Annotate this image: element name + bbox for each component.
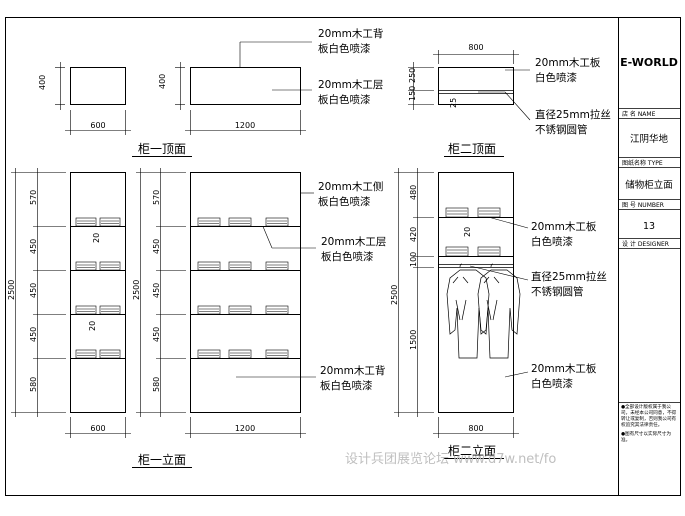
- dim-g1e-h2: 2500: [132, 280, 141, 300]
- folded-items-large: [197, 217, 289, 359]
- tb-number: 13: [643, 221, 655, 232]
- dim-g1e-gap-1: 20: [92, 233, 101, 243]
- watermark: 设计兵团展览论坛 www.d7w.net/fo: [345, 451, 556, 467]
- tb-footnotes: ●全部设计版权属于我公司，未经本公司同意，不得转让或复制，否则我公司有权追究其法…: [621, 405, 677, 444]
- dim-g1e-seg-3: 450: [29, 327, 38, 342]
- note-g2t-board-1: 20mm木工板: [535, 56, 601, 69]
- view-title-g1-top: 柜一顶面: [138, 142, 186, 156]
- dim-g2e-seg-2: 100: [409, 252, 418, 267]
- note-g2e-board-2: 白色喷漆: [531, 235, 573, 248]
- dim-g1e-seg-2: 450: [29, 283, 38, 298]
- dim-g2e-seg-1: 420: [409, 227, 418, 242]
- dim-g1e-seg-0: 570: [29, 190, 38, 205]
- view-title-g2-top: 柜二顶面: [448, 142, 496, 156]
- dim-g2t-rod: 25: [449, 98, 458, 108]
- note-g1t-shelf-2: 板白色喷漆: [318, 93, 371, 106]
- note-g2t-rod-2: 不锈钢圆管: [535, 123, 588, 136]
- note-g2t-rod-1: 直径25mm拉丝: [535, 108, 611, 121]
- sheet-border: [5, 17, 681, 496]
- dim-g1e-seg-4: 580: [29, 377, 38, 392]
- dim-g1e-seg2-1: 450: [152, 239, 161, 254]
- cabinet2-elevation: 2500 480 420 100 1500 800 20 柜二立面: [390, 168, 529, 459]
- tb-number-label: 图 号 NUMBER: [622, 202, 664, 209]
- note-g2e-board2-1: 20mm木工板: [531, 362, 597, 375]
- cabinet1-top-large: [190, 67, 301, 105]
- dim-g1e-seg2-0: 570: [152, 190, 161, 205]
- cabinet1-elev-large: [190, 172, 301, 413]
- note-g1t-back-2: 板白色喷漆: [318, 42, 371, 55]
- cabinet2-top-body: [438, 67, 514, 105]
- tb-store: 江阴华地: [630, 133, 669, 145]
- dim-g1e-large-w: 1200: [235, 424, 255, 433]
- dim-g1e-h: 2500: [7, 280, 16, 300]
- title-block: [618, 108, 680, 403]
- dim-g2e-gap: 20: [463, 227, 472, 237]
- dim-g1t-small-w: 600: [90, 121, 105, 130]
- view-title-g2-elev: 柜二立面: [448, 443, 496, 458]
- cabinet1-elevation: 2500 570 450 450 450 580 2500 570 450 45…: [7, 168, 316, 468]
- dim-g2t-d2: 150: [408, 86, 417, 101]
- tb-designer-label: 设 计 DESIGNER: [622, 240, 669, 248]
- tb-type-label: 图纸名称 TYPE: [622, 159, 663, 167]
- note-g2t-board-2: 白色喷漆: [535, 71, 577, 84]
- note-g1e-back-2: 板白色喷漆: [320, 379, 373, 392]
- cabinet1-top-view: 400 600 400 1200 柜一顶面: [38, 41, 312, 157]
- cabinet2-top-view: 800 250 150 25 柜二顶面: [408, 43, 531, 157]
- note-g1e-shelf-1: 20mm木工层: [321, 236, 386, 248]
- note-g2e-rod-2: 不锈钢圆管: [531, 285, 584, 298]
- dim-g2t-d1: 250: [408, 68, 417, 83]
- tb-store-label: 店 名 NAME: [622, 110, 656, 118]
- note-g1t-back-1: 20mm木工背: [318, 27, 383, 40]
- folded-items-c2: [445, 207, 501, 257]
- dim-g2t-w: 800: [468, 43, 483, 52]
- dim-g1e-seg2-2: 450: [152, 283, 161, 298]
- dim-g2e-w: 800: [468, 424, 483, 433]
- cabinet1-elev-small: [70, 172, 126, 413]
- dim-g2e-seg-0: 480: [409, 185, 418, 200]
- note-g1e-side-2: 板白色喷漆: [318, 195, 371, 208]
- cabinet2-elev-body: [438, 172, 514, 413]
- dim-g1e-seg-1: 450: [29, 239, 38, 254]
- note-g1t-shelf-1: 20mm木工层: [318, 79, 383, 91]
- dim-g1t-large-w: 1200: [235, 121, 255, 130]
- dim-g1e-small-w: 600: [90, 424, 105, 433]
- folded-items-small: [75, 217, 121, 359]
- dim-g1t-large-d: 400: [158, 74, 167, 89]
- note-g1e-shelf-2: 板白色喷漆: [321, 250, 374, 263]
- tb-type: 储物柜立面: [625, 179, 673, 191]
- dim-g1e-seg2-4: 580: [152, 377, 161, 392]
- note-g2e-rod-1: 直径25mm拉丝: [531, 270, 607, 283]
- view-title-g1-elev: 柜一立面: [138, 452, 186, 467]
- dim-g1e-gap-2: 20: [88, 321, 97, 331]
- cabinet1-top-small: [70, 67, 126, 105]
- dim-g1t-small-d: 400: [38, 75, 47, 90]
- dim-g2e-h: 2500: [390, 285, 399, 305]
- tb-footnote-2: ●图有尺寸以实际尺寸为准。: [621, 432, 671, 443]
- note-g1e-side-1: 20mm木工侧: [318, 180, 383, 193]
- note-g2e-board2-2: 白色喷漆: [531, 377, 573, 390]
- note-g1e-back-1: 20mm木工背: [320, 364, 385, 377]
- company-logo: E-WORLD: [620, 56, 678, 69]
- dim-g2e-seg-3: 1500: [409, 330, 418, 350]
- hanging-garments: [446, 263, 521, 359]
- dim-g1e-seg2-3: 450: [152, 327, 161, 342]
- note-g2e-board-1: 20mm木工板: [531, 220, 597, 233]
- tb-footnote-1: ●全部设计版权属于我公司，未经本公司同意，不得转让或复制，否则我公司有权追究其法…: [621, 405, 677, 428]
